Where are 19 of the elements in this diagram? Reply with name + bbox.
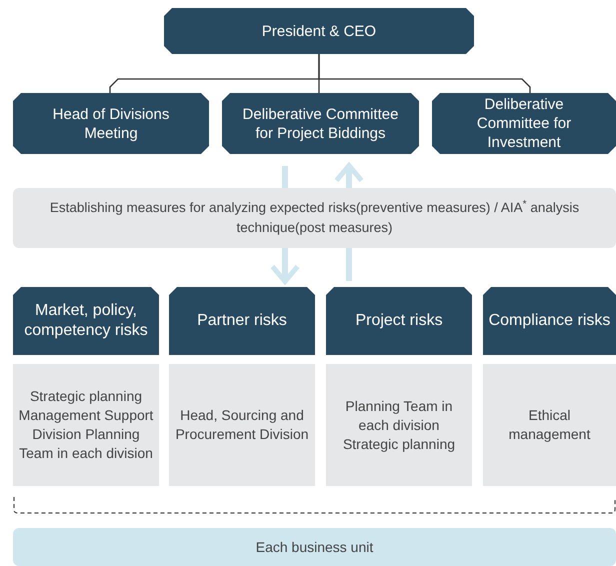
connector-line <box>282 166 288 188</box>
measures-band: Establishing measures for analyzing expected risks(preventive measures) / AIA$^{*}$ analysis technique(post measures) <box>13 188 616 248</box>
arrow <box>334 163 364 188</box>
org-box: Deliberative Committee for Investment <box>432 93 616 154</box>
business-unit-bar: Each business unit <box>13 528 616 566</box>
org-box: Head of Divisions Meeting <box>13 93 209 154</box>
org-box: Deliberative Committee for Project Biddings <box>222 93 419 154</box>
org-box: President & CEO <box>164 8 474 54</box>
connector-line <box>346 248 352 281</box>
arrow <box>270 248 300 284</box>
responsible-unit-box: Ethical management <box>483 364 616 486</box>
risk-header: Partner risks <box>169 287 315 355</box>
responsible-unit-box: Planning Team in each division Strategic planning <box>326 364 472 486</box>
risk-header: Project risks <box>326 287 472 355</box>
risk-header: Compliance risks <box>483 287 616 355</box>
responsible-unit-box: Head, Sourcing and Procurement Division <box>169 364 315 486</box>
connector-line <box>318 54 531 93</box>
responsible-unit-box: Strategic planning Management Support Division Planning Team in each division <box>13 364 159 486</box>
risk-header: Market, policy, competency risks <box>13 287 159 355</box>
